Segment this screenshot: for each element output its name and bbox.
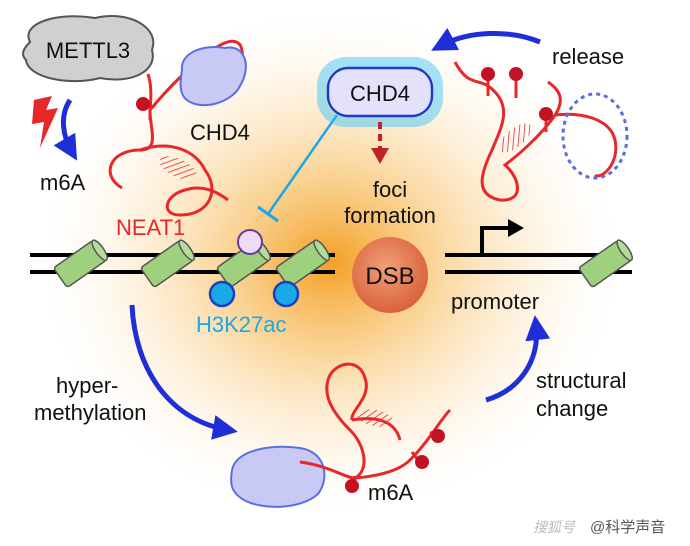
structural-change-arrow [485, 315, 551, 403]
neat1-rna-bottom [299, 362, 452, 480]
inhibition-line [257, 114, 339, 223]
m6a-mark [431, 429, 445, 443]
h3k27ac-mark [208, 280, 236, 308]
h3k27ac-label: H3K27ac [196, 312, 287, 337]
structural-label-1: structural [536, 368, 626, 393]
m6a-mark [345, 479, 359, 493]
chd4-complex-top: CHD4 [317, 57, 443, 127]
foci-label-2: formation [344, 203, 436, 228]
m6a-left-label: m6A [40, 170, 86, 195]
structural-label-2: change [536, 396, 608, 421]
promoter-arrow [480, 219, 524, 255]
release-arrow [431, 27, 541, 51]
nucleosome [53, 239, 109, 288]
nucleosome [578, 239, 634, 288]
mettl3-protein [22, 15, 155, 83]
m6a-mark [415, 455, 429, 469]
lightning-icon [32, 96, 58, 148]
chd4-top-label: CHD4 [350, 81, 410, 106]
chd4-protein-left [179, 46, 247, 107]
hyper-label-1: hyper- [56, 373, 118, 398]
chd4-left-label: CHD4 [190, 120, 250, 145]
histone-mark-purple [237, 229, 263, 255]
foci-label-1: foci [373, 177, 407, 202]
chd4-released-dotted [561, 92, 629, 180]
dsb-circle [352, 237, 428, 313]
nucleosome [140, 239, 196, 288]
nuclear-glow [30, 2, 630, 522]
promoter-label: promoter [451, 289, 539, 314]
release-label: release [552, 44, 624, 69]
chd4-protein-bottom [230, 445, 326, 508]
mettl3-label: METTL3 [46, 38, 130, 63]
h3k27ac-mark [272, 280, 300, 308]
m6a-mark [481, 67, 495, 81]
m6a-bottom-label: m6A [368, 480, 414, 505]
m6a-mark [136, 97, 150, 111]
nucleosome [275, 239, 331, 288]
foci-arrow [371, 122, 389, 164]
methylation-arrow [53, 98, 78, 161]
watermark-logo: 搜狐号 [533, 519, 576, 535]
hypermethylation-arrow [129, 304, 238, 440]
hyper-label-2: methylation [34, 400, 147, 425]
dsb-label: DSB [365, 263, 414, 290]
neat1-rna-right [453, 61, 618, 202]
m6a-mark [509, 67, 523, 81]
watermark-text: @科学声音 [590, 518, 665, 536]
m6a-mark [539, 107, 553, 121]
neat1-label: NEAT1 [116, 215, 185, 240]
